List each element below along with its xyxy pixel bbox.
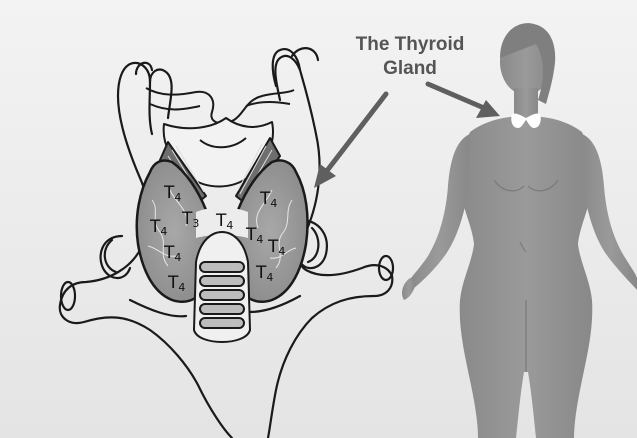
trachea [194, 232, 250, 342]
callout-title-line1: The Thyroid [356, 34, 465, 55]
callout-title-line2: Gland [383, 58, 437, 79]
